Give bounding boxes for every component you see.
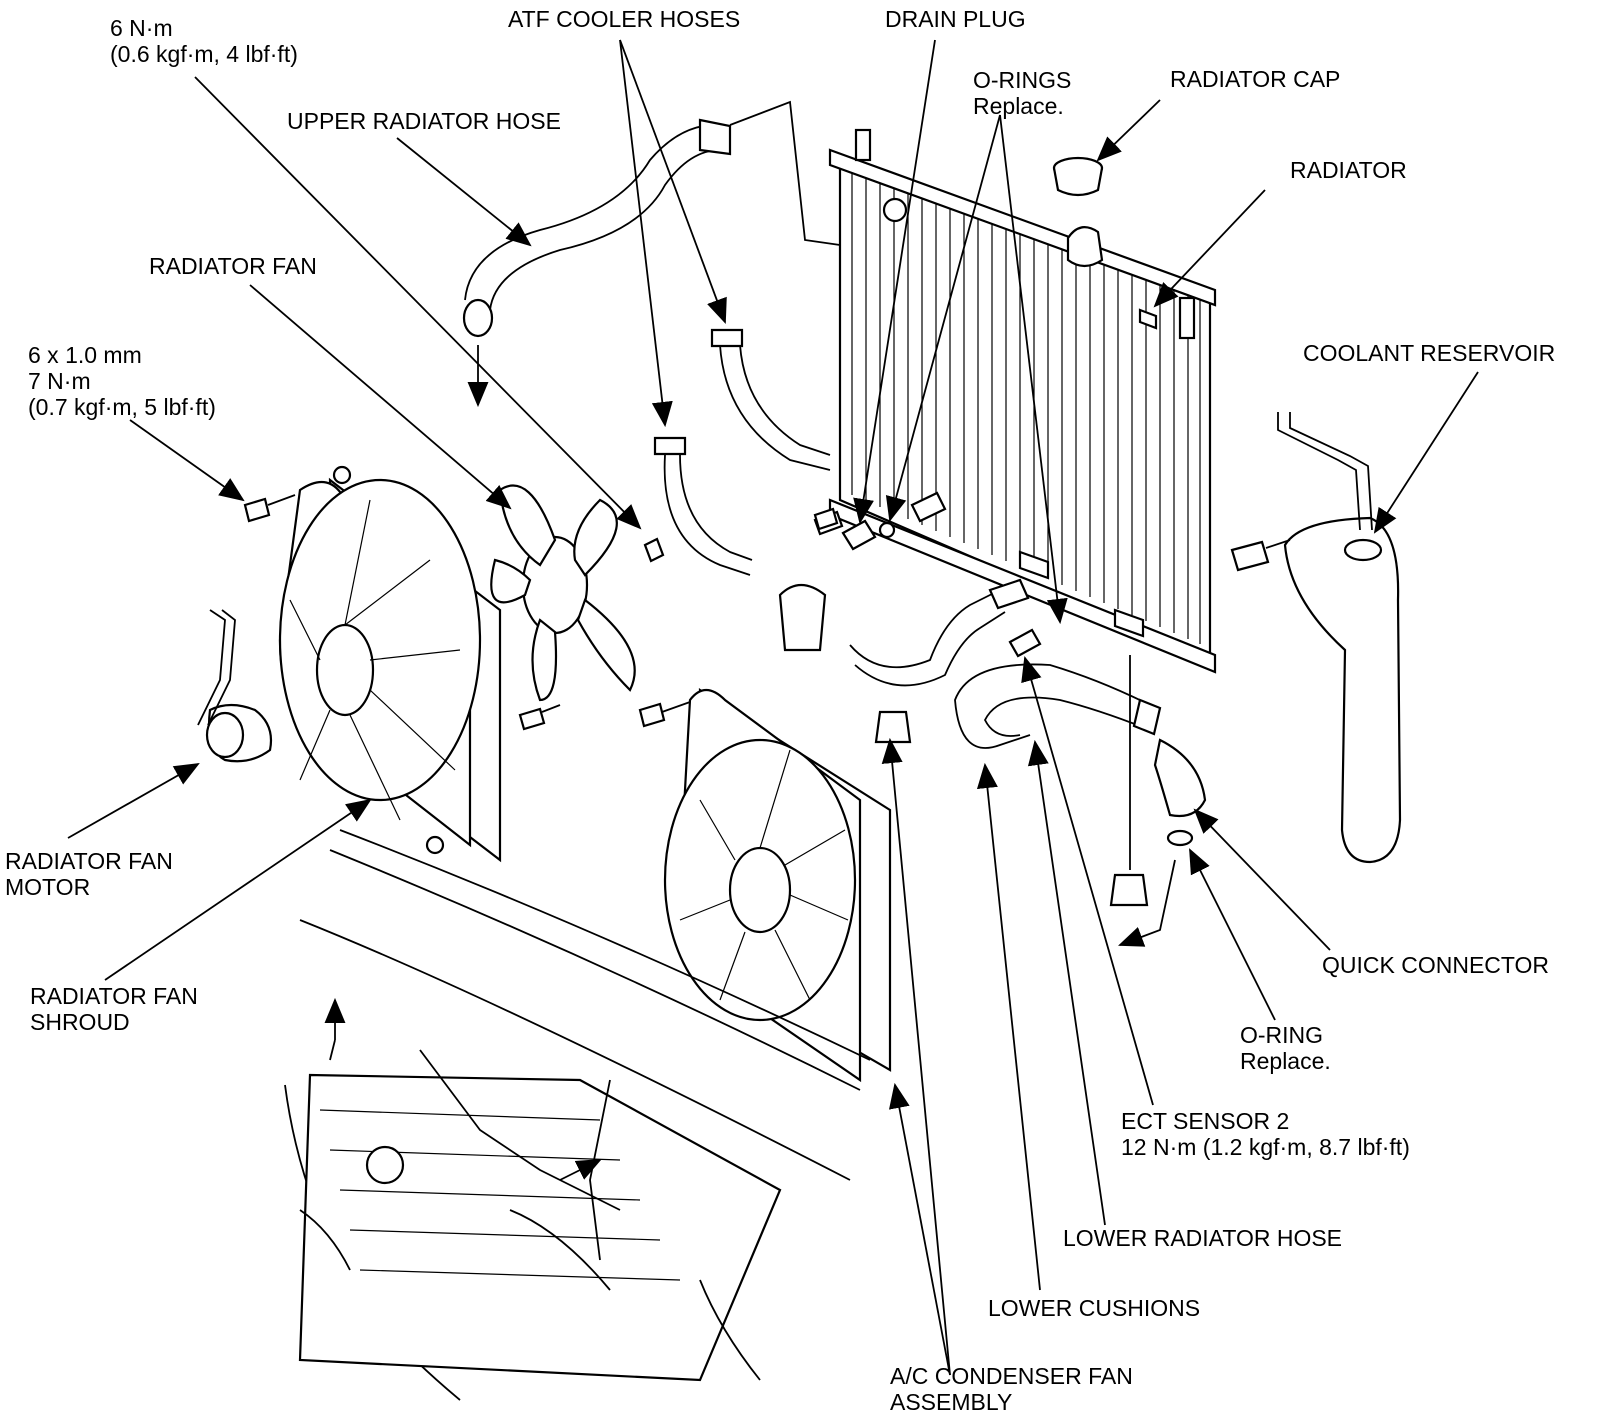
radiator-fan-motor-label-line2: MOTOR bbox=[5, 874, 91, 900]
atf-cooler-hoses-label: ATF COOLER HOSES bbox=[508, 6, 741, 32]
ac-condenser-fan-label-line2: ASSEMBLY bbox=[890, 1389, 1013, 1415]
ac-condenser-fan-assembly bbox=[663, 688, 892, 1083]
ect-sensor-label: ECT SENSOR 2 12 N·m (1.2 kgf·m, 8.7 lbf·… bbox=[1121, 1108, 1410, 1160]
upper-radiator-hose bbox=[462, 100, 841, 408]
mounting-bolts bbox=[243, 494, 839, 731]
leader-lines bbox=[67, 39, 1479, 1376]
ac-condenser-fan-label: A/C CONDENSER FAN ASSEMBLY bbox=[890, 1363, 1133, 1415]
torque-label-top-line2: (0.6 kgf·m, 4 lbf·ft) bbox=[110, 41, 298, 67]
radiator-core bbox=[828, 128, 1217, 674]
radiator-cap bbox=[1052, 156, 1104, 197]
bolt-spec-label-line2: 7 N·m bbox=[28, 368, 91, 394]
lower-radiator-hose bbox=[849, 578, 1207, 847]
atf-cooler-hoses bbox=[653, 328, 831, 576]
drain-plug-label: DRAIN PLUG bbox=[885, 6, 1026, 32]
o-rings-label: O-RINGS Replace. bbox=[973, 67, 1071, 119]
o-ring-label: O-RING Replace. bbox=[1240, 1022, 1331, 1074]
radiator-fan-shroud bbox=[278, 465, 502, 863]
o-rings-label-line2: Replace. bbox=[973, 93, 1064, 119]
o-ring-label-line1: O-RING bbox=[1240, 1022, 1324, 1048]
radiator-fan-shroud-label-line2: SHROUD bbox=[30, 1009, 130, 1035]
ac-condenser-fan-label-line1: A/C CONDENSER FAN bbox=[890, 1363, 1133, 1389]
lower-radiator-hose-label: LOWER RADIATOR HOSE bbox=[1063, 1225, 1343, 1251]
coolant-reservoir bbox=[1230, 412, 1402, 864]
lower-cushions bbox=[874, 655, 1176, 947]
ect-sensor-label-line1: ECT SENSOR 2 bbox=[1121, 1108, 1290, 1134]
engine-bay bbox=[284, 829, 871, 1401]
torque-label-top: 6 N·m (0.6 kgf·m, 4 lbf·ft) bbox=[110, 15, 298, 67]
upper-radiator-hose-label: UPPER RADIATOR HOSE bbox=[287, 108, 561, 134]
quick-connector-label: QUICK CONNECTOR bbox=[1322, 952, 1550, 978]
coolant-reservoir-label: COOLANT RESERVOIR bbox=[1303, 340, 1556, 366]
radiator-fan-blades bbox=[490, 484, 636, 702]
o-rings-label-line1: O-RINGS bbox=[973, 67, 1072, 93]
radiator-fan-shroud-label: RADIATOR FAN SHROUD bbox=[30, 983, 198, 1035]
o-ring-label-line2: Replace. bbox=[1240, 1048, 1331, 1074]
radiator-fan-motor-label: RADIATOR FAN MOTOR bbox=[5, 848, 173, 900]
radiator-cap-label: RADIATOR CAP bbox=[1170, 66, 1341, 92]
lower-cushions-label: LOWER CUSHIONS bbox=[988, 1295, 1201, 1321]
ect-sensor-label-line2: 12 N·m (1.2 kgf·m, 8.7 lbf·ft) bbox=[1121, 1134, 1410, 1160]
radiator-fan-label: RADIATOR FAN bbox=[149, 253, 317, 279]
torque-label-top-line1: 6 N·m bbox=[110, 15, 173, 41]
bolt-spec-label: 6 x 1.0 mm 7 N·m (0.7 kgf·m, 5 lbf·ft) bbox=[28, 342, 216, 420]
radiator-fan-motor-label-line1: RADIATOR FAN bbox=[5, 848, 173, 874]
radiator-fan-shroud-label-line1: RADIATOR FAN bbox=[30, 983, 198, 1009]
bolt-spec-label-line3: (0.7 kgf·m, 5 lbf·ft) bbox=[28, 394, 216, 420]
bolt-spec-label-line1: 6 x 1.0 mm bbox=[28, 342, 142, 368]
radiator-fan-motor bbox=[197, 609, 273, 763]
radiator-label: RADIATOR bbox=[1290, 157, 1407, 183]
